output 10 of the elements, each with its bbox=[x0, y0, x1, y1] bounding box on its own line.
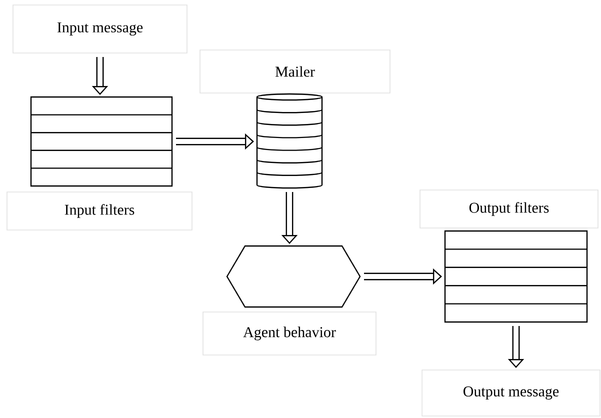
stack-box bbox=[30, 96, 173, 187]
label-box: Agent behavior bbox=[202, 312, 376, 356]
label-box: Input message bbox=[12, 4, 188, 54]
label-box: Mailer bbox=[200, 50, 390, 94]
hexagon bbox=[226, 245, 361, 308]
cylinder bbox=[256, 93, 323, 189]
stack-box bbox=[444, 230, 588, 323]
label-box: Input filters bbox=[6, 192, 192, 230]
label-box: Output filters bbox=[420, 190, 598, 228]
label-box: Output message bbox=[422, 370, 600, 416]
